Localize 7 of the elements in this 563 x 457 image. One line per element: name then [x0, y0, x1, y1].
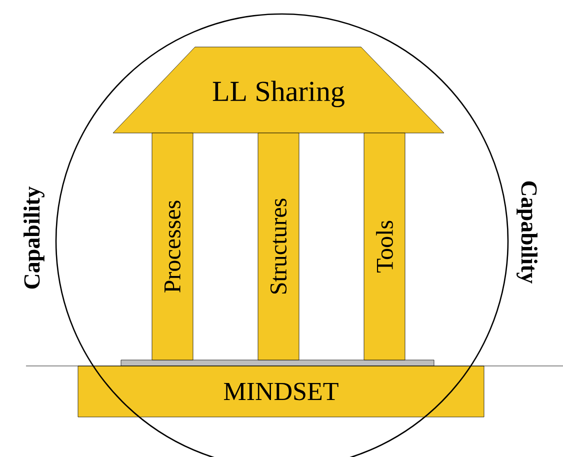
foundation-block: MINDSET [78, 366, 484, 418]
side-label: Capability [24, 186, 44, 289]
pillar: Structures [258, 132, 300, 360]
roof-trapezoid: LL Sharing [112, 46, 444, 134]
pillar: Tools [364, 132, 406, 360]
side-label: Capability [516, 181, 538, 284]
pillar: Processes [152, 132, 194, 360]
